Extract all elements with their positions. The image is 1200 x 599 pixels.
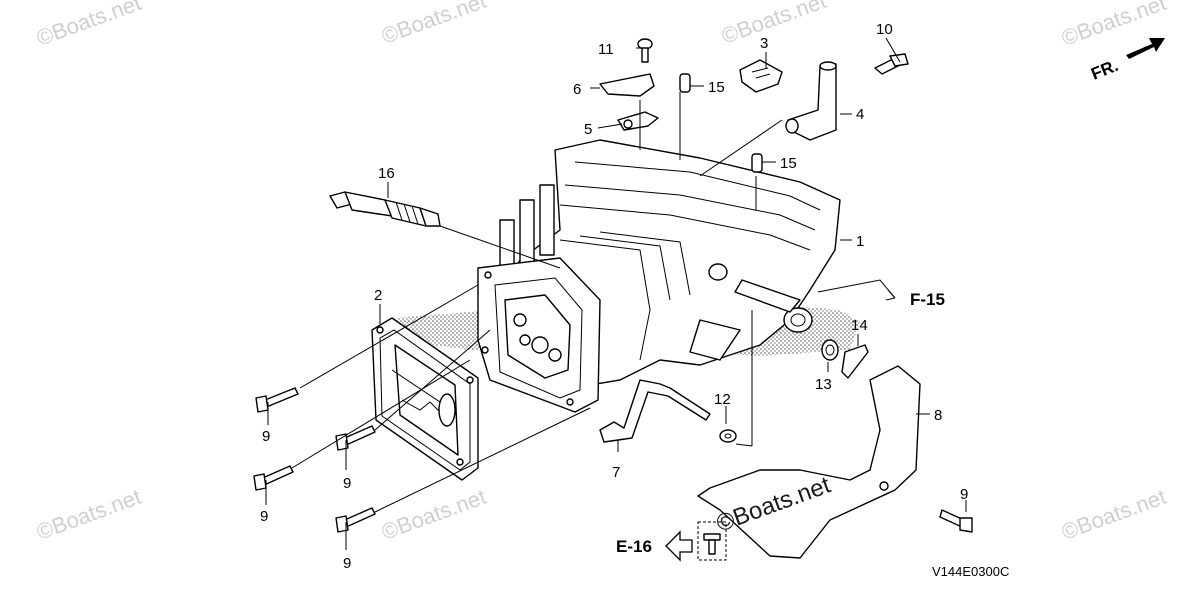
- callout-16: 16: [378, 165, 395, 182]
- part-callouts: 11 3 10 6 15 4 5 15 16 1 2 14 13 12 8 9 …: [260, 21, 968, 572]
- callout-14: 14: [851, 317, 868, 334]
- callout-3: 3: [760, 35, 768, 52]
- callout-9-c: 9: [260, 508, 268, 525]
- callout-7: 7: [612, 464, 620, 481]
- callout-12: 13: [815, 376, 832, 393]
- part-6-plate: [599, 73, 655, 97]
- watermark-top-mid-right: ©Boats.net: [718, 0, 829, 49]
- callout-8: 8: [934, 407, 942, 424]
- callout-15-mid: 15: [780, 155, 797, 172]
- reference-f-15: F-15: [910, 290, 945, 309]
- reference-e-16: E-16: [616, 537, 652, 556]
- part-15-dowel-top: [679, 73, 691, 93]
- part-13-bolt: [637, 38, 653, 63]
- callout-9-e: 9: [960, 486, 968, 503]
- callout-9-b: 9: [343, 475, 351, 492]
- part-4-breather-tube: [785, 61, 837, 141]
- callout-10: 10: [876, 21, 893, 38]
- leader-lines: [265, 37, 967, 550]
- callout-6: 6: [573, 81, 581, 98]
- callout-9-d: 9: [343, 555, 351, 572]
- part-7-rod: [599, 379, 711, 443]
- callout-11: 12: [714, 391, 731, 408]
- callout-13: 11: [598, 41, 614, 58]
- cylinder-head-face: [477, 257, 601, 413]
- reference-bolt-icon: [703, 533, 721, 541]
- reference-e-16-group: E-16: [616, 521, 727, 562]
- watermark-top-left: ©Boats.net: [33, 0, 144, 51]
- watermark-bottom-left: ©Boats.net: [33, 484, 144, 545]
- head-cover: [371, 317, 479, 481]
- callout-5: 5: [584, 121, 592, 138]
- front-direction-indicator: FR.: [1088, 38, 1165, 84]
- callout-4: 4: [856, 106, 864, 123]
- spark-plug: [329, 191, 441, 227]
- part-3-cap: [739, 59, 783, 93]
- dashed-reference-box: [697, 521, 727, 561]
- callout-1: 1: [856, 233, 864, 250]
- front-direction-label: FR.: [1088, 56, 1121, 84]
- hollow-arrow-icon: [665, 530, 693, 562]
- part-12-seal: [821, 339, 839, 361]
- part-14-clip: [841, 344, 869, 379]
- part-9-bolts: [253, 387, 973, 533]
- watermark-top-mid-left: ©Boats.net: [378, 0, 489, 49]
- callout-9-a: 9: [262, 428, 270, 445]
- callout-15-top: 15: [708, 79, 725, 96]
- watermark-bottom-right: ©Boats.net: [1058, 484, 1169, 545]
- drawing-code: V144E0300C: [932, 564, 1009, 579]
- part-11-washer: [719, 429, 737, 443]
- watermark-bottom-mid-left: ©Boats.net: [378, 484, 489, 545]
- front-arrow-icon: [1126, 38, 1165, 59]
- part-15-dowel-mid: [751, 153, 763, 173]
- part-8-cover: [697, 365, 921, 559]
- part-10-bolt: [874, 53, 909, 75]
- part-5-clip: [617, 111, 659, 131]
- callout-2: 2: [374, 287, 382, 304]
